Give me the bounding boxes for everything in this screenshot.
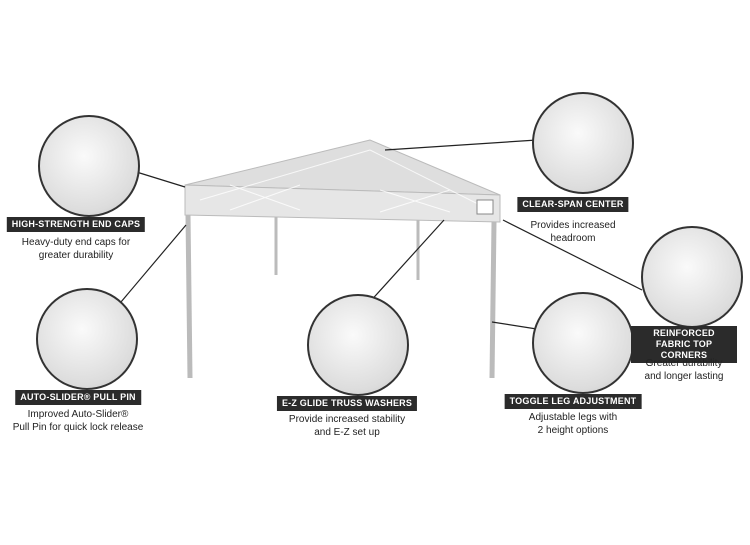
toggle-leg-detail-image <box>532 292 634 394</box>
feature-title: CLEAR-SPAN CENTER <box>517 197 629 212</box>
canopy-leg <box>185 214 193 379</box>
feature-title: E-Z GLIDE TRUSS WASHERS <box>276 396 418 411</box>
feature-title: REINFORCED FABRIC TOP CORNERS <box>631 326 737 363</box>
logo-patch <box>476 199 494 215</box>
feature-title: AUTO-SLIDER® PULL PIN <box>15 390 141 405</box>
fabric-corner-detail-image <box>641 226 743 328</box>
canopy-leg <box>489 221 497 379</box>
feature-title: HIGH-STRENGTH END CAPS <box>6 217 146 232</box>
truss-washer-detail-image <box>307 294 409 396</box>
canopy-truss <box>199 149 481 213</box>
feature-title: TOGGLE LEG ADJUSTMENT <box>504 394 642 409</box>
end-cap-detail-image <box>38 115 140 217</box>
clear-span-detail-image <box>532 92 634 194</box>
feature-description: Improved Auto-Slider®Pull Pin for quick … <box>12 409 144 433</box>
canopy-valance <box>184 184 501 223</box>
pull-pin-detail-image <box>36 288 138 390</box>
